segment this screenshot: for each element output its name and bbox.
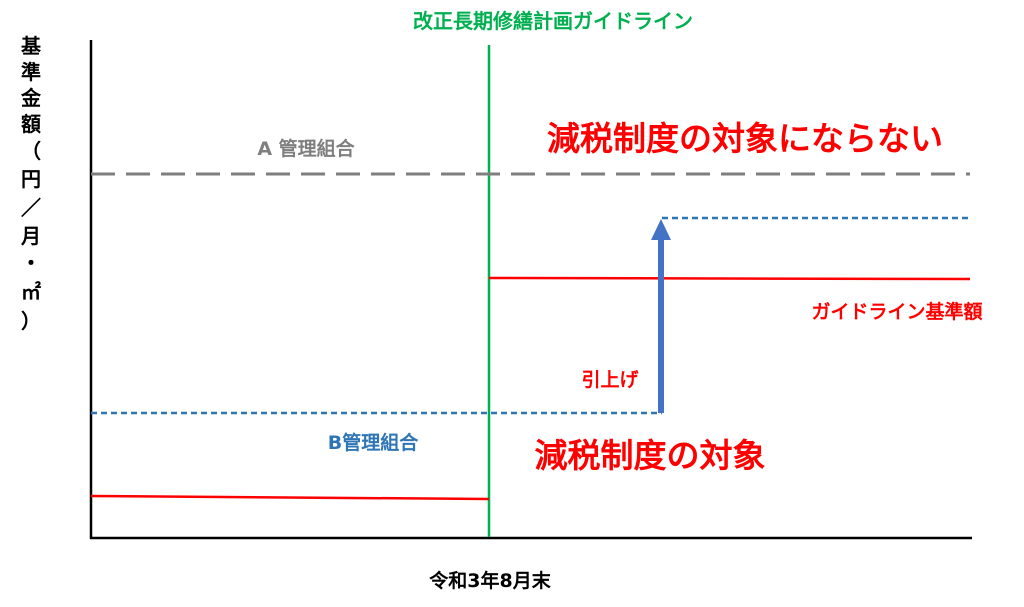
baseline-red-line-before	[90, 494, 490, 501]
y-axis-label-char: ・	[21, 251, 41, 275]
group-a-label: A 管理組合	[257, 137, 355, 160]
not-eligible-label: 減税制度の対象にならない	[547, 119, 943, 158]
y-axis-label-char: 円	[21, 167, 41, 191]
guideline-title: 改正長期修繕計画ガイドライン	[413, 9, 693, 33]
y-axis-label-char: （	[21, 139, 41, 163]
y-axis-label-char: ）	[21, 309, 41, 333]
group-b-label: B管理組合	[328, 431, 419, 454]
y-axis-label-char: 額	[20, 112, 41, 136]
eligible-label: 減税制度の対象	[535, 436, 766, 475]
y-axis-label-char: ／	[21, 196, 41, 220]
y-axis-label-char: 月	[20, 224, 41, 248]
raise-arrow-head	[651, 219, 671, 240]
raise-label: 引上げ	[581, 369, 639, 391]
x-axis-label: 令和3年8月末	[429, 569, 551, 592]
y-axis-label-char: 金	[20, 86, 42, 110]
y-axis-label-char: 基	[21, 34, 42, 58]
y-axis-label-char: 準	[21, 60, 41, 84]
guideline-amount-label: ガイドライン基準額	[811, 300, 982, 323]
guideline-amount-red-line	[488, 276, 971, 281]
y-axis-label-char: ㎡	[21, 280, 41, 304]
